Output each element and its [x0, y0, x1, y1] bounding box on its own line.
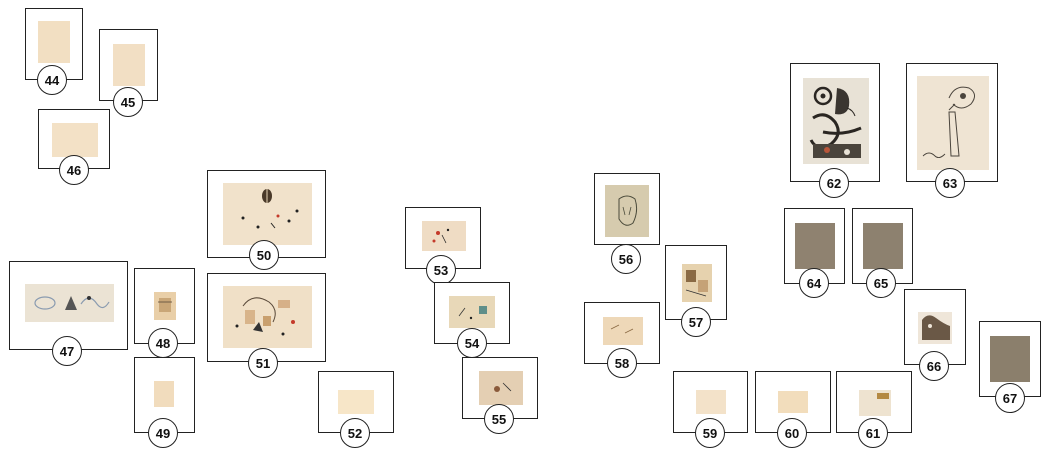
artwork-thumbnail-61	[859, 390, 891, 416]
artwork-thumbnail-62	[803, 78, 869, 164]
artwork-number-44: 44	[37, 65, 67, 95]
artwork-48-drawing	[154, 292, 176, 320]
artwork-66-drawing	[918, 312, 952, 344]
artwork-61-drawing	[859, 390, 891, 416]
artwork-thumbnail-52	[338, 390, 374, 414]
artwork-number-46: 46	[59, 155, 89, 185]
artwork-54-drawing	[449, 296, 495, 328]
artwork-thumbnail-66	[918, 312, 952, 344]
artwork-thumbnail-65	[863, 223, 903, 269]
artwork-number-62: 62	[819, 168, 849, 198]
artwork-thumbnail-57	[682, 264, 712, 302]
artwork-number-61: 61	[858, 418, 888, 448]
artwork-frame-56[interactable]	[594, 173, 660, 245]
artwork-thumbnail-67	[990, 336, 1030, 382]
artwork-number-50: 50	[249, 240, 279, 270]
artwork-thumbnail-53	[422, 221, 466, 251]
artwork-thumbnail-59	[696, 390, 726, 414]
artwork-57-drawing	[682, 264, 712, 302]
artwork-thumbnail-51	[223, 286, 312, 348]
artwork-63-drawing	[917, 76, 989, 170]
artwork-thumbnail-44	[38, 21, 70, 63]
artwork-thumbnail-45	[113, 44, 145, 86]
artwork-thumbnail-54	[449, 296, 495, 328]
artwork-number-60: 60	[777, 418, 807, 448]
artwork-number-55: 55	[484, 404, 514, 434]
artwork-55-drawing	[479, 371, 523, 405]
artwork-frame-62[interactable]	[790, 63, 880, 182]
artwork-thumbnail-46	[52, 123, 98, 157]
artwork-number-52: 52	[340, 418, 370, 448]
artwork-number-53: 53	[426, 255, 456, 285]
artwork-47-drawing	[25, 284, 114, 322]
artwork-number-59: 59	[695, 418, 725, 448]
artwork-number-54: 54	[457, 328, 487, 358]
artwork-number-57: 57	[681, 307, 711, 337]
artwork-number-47: 47	[52, 336, 82, 366]
artwork-number-48: 48	[148, 328, 178, 358]
artwork-number-65: 65	[866, 268, 896, 298]
artwork-thumbnail-47	[25, 284, 114, 322]
artwork-thumbnail-64	[795, 223, 835, 269]
artwork-53-drawing	[422, 221, 466, 251]
artwork-number-64: 64	[799, 268, 829, 298]
artwork-56-drawing	[605, 185, 649, 237]
artwork-62-drawing	[803, 78, 869, 164]
artwork-number-67: 67	[995, 383, 1025, 413]
artwork-thumbnail-63	[917, 76, 989, 170]
artwork-thumbnail-49	[154, 381, 174, 407]
artwork-thumbnail-55	[479, 371, 523, 405]
artwork-number-49: 49	[148, 418, 178, 448]
artwork-frame-63[interactable]	[906, 63, 998, 182]
artwork-thumbnail-58	[603, 317, 643, 345]
artwork-number-51: 51	[248, 348, 278, 378]
artwork-thumbnail-56	[605, 185, 649, 237]
artwork-number-66: 66	[919, 351, 949, 381]
artwork-number-45: 45	[113, 87, 143, 117]
artwork-58-drawing	[603, 317, 643, 345]
artwork-number-63: 63	[935, 168, 965, 198]
artwork-thumbnail-48	[154, 292, 176, 320]
artwork-number-58: 58	[607, 348, 637, 378]
artwork-50-drawing	[223, 183, 312, 245]
artwork-thumbnail-60	[778, 391, 808, 413]
artwork-51-drawing	[223, 286, 312, 348]
artwork-number-56: 56	[611, 244, 641, 274]
artwork-thumbnail-50	[223, 183, 312, 245]
